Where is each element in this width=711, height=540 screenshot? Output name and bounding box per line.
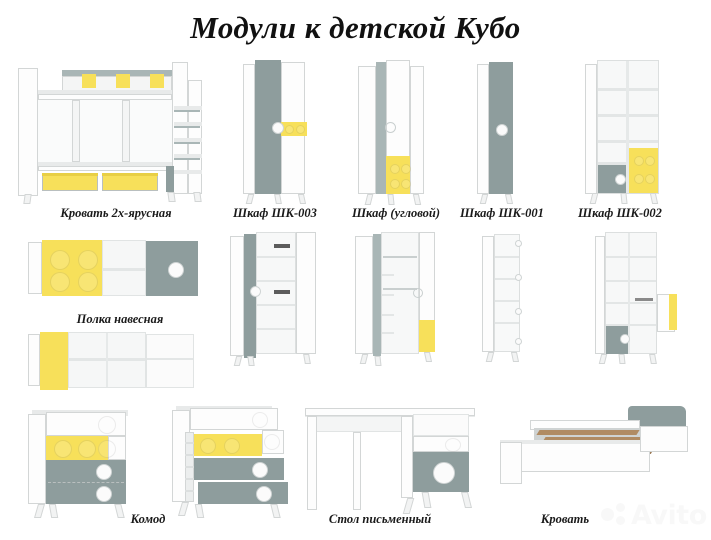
furniture-dresser-open: [172, 406, 290, 518]
avito-watermark: Avito: [599, 498, 707, 534]
furniture-wardrobe-shk-001: [477, 62, 521, 204]
caption-bed: Кровать: [540, 512, 590, 526]
caption-bunk-bed: Кровать 2х-ярусная: [60, 206, 172, 220]
furniture-desk: [305, 404, 485, 514]
avito-logo-text: Avito: [631, 500, 707, 531]
furniture-wall-shelf-open: [28, 330, 206, 392]
caption-dresser: Комод: [130, 512, 166, 526]
avito-logo-dot: [616, 516, 625, 525]
furniture-wardrobe-corner-open: [355, 232, 445, 366]
caption-corner: Шкаф (угловой): [351, 206, 441, 220]
caption-shk-002: Шкаф ШК-002: [578, 206, 662, 220]
furniture-wardrobe-shk-002: [585, 60, 665, 204]
furniture-wall-shelf-closed: [28, 238, 206, 300]
caption-wall-shelf: Полка навесная: [76, 312, 164, 326]
furniture-bunk-bed: [18, 62, 208, 204]
caption-desk: Стол письменный: [328, 512, 432, 526]
avito-logo-dot: [601, 508, 614, 521]
furniture-bed: [500, 406, 690, 506]
furniture-dresser-closed: [28, 410, 136, 518]
furniture-wardrobe-shk-003-open: [230, 232, 320, 366]
caption-shk-001: Шкаф ШК-001: [460, 206, 544, 220]
avito-logo-dot: [616, 503, 625, 512]
caption-shk-003: Шкаф ШК-003: [233, 206, 317, 220]
furniture-wardrobe-shk-002-open: [595, 232, 681, 364]
furniture-wardrobe-shk-001-open: [482, 234, 532, 362]
furniture-wardrobe-corner: [358, 60, 426, 205]
page-title: Модули к детской Кубо: [190, 10, 521, 45]
furniture-wardrobe-shk-003: [243, 60, 307, 204]
